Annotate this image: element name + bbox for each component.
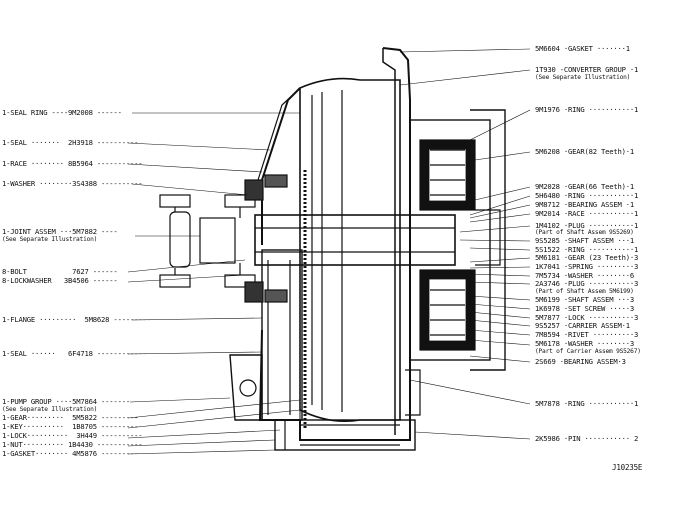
- label-r-carrier: 9S5257 ·CARRIER ASSEM·1: [535, 321, 630, 330]
- label-gear: 1-GEAR········· 5M5822 ---------: [2, 413, 139, 422]
- label-r-lock: 5M7877 ·LOCK ···········3: [535, 313, 639, 322]
- label-r-gear-23: 5M6181 ·GEAR (23 Teeth)·3: [535, 253, 639, 262]
- label-nut: 1-NUT·········· 1B4430 -----------: [2, 440, 143, 449]
- label-r-washer-2-note: (Part of Carrier Assem 9S5267): [535, 348, 641, 355]
- label-seal-1: 1-SEAL ······· 2H3918 ----------: [2, 138, 139, 147]
- label-r-spring: 1K7041 ·SPRING ·········3: [535, 262, 639, 271]
- label-joint-assem: 1-JOINT ASSEM ···5M7882 ----: [2, 227, 118, 236]
- label-r-pin: 2K5986 ·PIN ··········· 2: [535, 434, 639, 443]
- label-r-converter-note: (See Separate Illustration): [535, 74, 631, 81]
- label-pump-group-note: (See Separate Illustration): [2, 406, 98, 413]
- label-seal-2: 1-SEAL ······ 6F4718 ------------: [2, 349, 147, 358]
- label-r-gasket: 5M6604 ·GASKET ·······1: [535, 44, 630, 53]
- label-r-plug-2: 2A3746 ·PLUG ···········3: [535, 279, 639, 288]
- label-r-race: 9M2014 ·RACE ···········1: [535, 209, 639, 218]
- label-r-rivet: 7M8594 ·RIVET ··········3: [535, 330, 639, 339]
- label-seal-ring: 1-SEAL RING ----9M2008 ------: [2, 108, 122, 117]
- label-washer: 1-WASHER ········3S4388 ----------: [2, 179, 143, 188]
- label-flange: 1-FLANGE ········· 5M8628 ---------: [2, 315, 151, 324]
- label-bolt: 8-BOLT 7627 ------: [2, 267, 118, 276]
- label-r-washer-2: 5M6178 ·WASHER ········3: [535, 339, 635, 348]
- label-r-ring-4: 5M7878 ·RING ···········1: [535, 399, 639, 408]
- label-lockwasher: 8-LOCKWASHER 3B4506 ------: [2, 276, 118, 285]
- label-r-bearing-2: 2S669 ·BEARING ASSEM·3: [535, 357, 626, 366]
- label-r-gear-82: 5M6208 ·GEAR(82 Teeth)·1: [535, 147, 635, 156]
- label-r-plug-2-note: (Part of Shaft Assem 5M6199): [535, 288, 634, 295]
- label-r-plug-1: 1M4102 ·PLUG ···········1: [535, 221, 639, 230]
- label-r-converter: 1T930 -CONVERTER GROUP ·1: [535, 65, 639, 74]
- label-r-plug-1-note: (Part of Shaft Assem 9S5269): [535, 229, 634, 236]
- label-gasket: 1-GASKET········ 4M5876 ---------: [2, 449, 139, 458]
- label-r-set-screw: 1K6978 ·SET SCREW ·····3: [535, 304, 635, 313]
- label-r-gear-66: 9M2028 ·GEAR(66 Teeth)·1: [535, 182, 635, 191]
- label-r-shaft-2: 5M6199 ·SHAFT ASSEM ···3: [535, 295, 635, 304]
- label-r-ring-2: 5H6480 ·RING ···········1: [535, 191, 639, 200]
- label-r-shaft-1: 9S5285 ·SHAFT ASSEM ···1: [535, 236, 635, 245]
- label-joint-assem-note: (See Separate Illustration): [2, 236, 98, 243]
- label-r-ring-3: 5S1522 ·RING ···········1: [535, 245, 639, 254]
- label-key: 1-KEY·········· 1B8705 ---------: [2, 422, 139, 431]
- label-lock: 1-LOCK·········· 3H449 ----------: [2, 431, 143, 440]
- label-pump-group: 1-PUMP GROUP ····5M7864 -------: [2, 397, 130, 406]
- label-race: 1-RACE ········ 8B5964 -----------: [2, 159, 143, 168]
- label-r-bearing-1: 9M8712 ·BEARING ASSEM ·1: [535, 200, 635, 209]
- label-r-washer-1: 7M5734 ·WASHER ········6: [535, 271, 635, 280]
- label-r-ring-1: 9M1976 ·RING ···········1: [535, 105, 639, 114]
- figure-id: J10235E: [612, 463, 643, 472]
